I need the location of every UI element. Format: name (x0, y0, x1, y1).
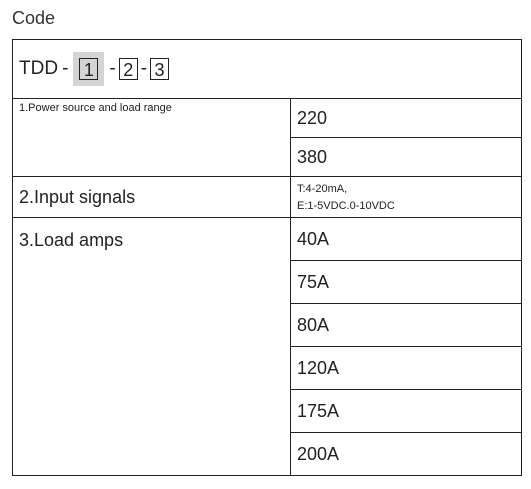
code-box-1: 1 (79, 58, 99, 80)
input-signals-value: T:4-20mA, E:1-5VDC.0-10VDC (289, 176, 523, 218)
model-separator: - (62, 58, 69, 79)
table-row: 1.Power source and load range 220 (12, 98, 523, 177)
power-option: 220 (289, 98, 523, 138)
power-source-label: 1.Power source and load range (12, 98, 291, 177)
model-code: TDD - 1 - 2 - 3 (19, 52, 515, 86)
input-signals-label: 2.Input signals (12, 176, 291, 218)
load-option: 40A (289, 217, 523, 261)
load-option: 175A (289, 389, 523, 433)
power-option: 380 (289, 137, 523, 177)
table-row: 380 (13, 137, 523, 177)
model-separator: - (109, 58, 116, 79)
code-box-2: 2 (118, 58, 138, 80)
table-row: 75A (13, 260, 523, 304)
table-row: 2.Input signals T:4-20mA, E:1-5VDC.0-10V… (12, 176, 523, 218)
signal-line: T:4-20mA, (297, 182, 348, 195)
code-box-3: 3 (150, 58, 170, 80)
model-separator: - (140, 58, 148, 79)
highlighted-code-slot: 1 (73, 52, 105, 86)
page-title: Code (12, 8, 56, 28)
load-amps-label: 3.Load amps (12, 217, 291, 476)
table-row: 200A (13, 432, 523, 476)
load-option: 200A (289, 432, 523, 476)
load-option: 120A (289, 346, 523, 390)
load-option: 75A (289, 260, 523, 304)
model-prefix: TDD (19, 58, 59, 79)
signal-line: E:1-5VDC.0-10VDC (297, 199, 395, 212)
table-row: 175A (13, 389, 523, 433)
code-table: TDD - 1 - 2 - 3 1.Power source and load … (11, 39, 523, 476)
load-option: 80A (289, 303, 523, 347)
table-row: 3.Load amps 40A (12, 217, 523, 476)
table-row: 120A (13, 346, 523, 390)
model-code-row: TDD - 1 - 2 - 3 (11, 39, 523, 99)
model-code-cell: TDD - 1 - 2 - 3 (11, 39, 523, 99)
